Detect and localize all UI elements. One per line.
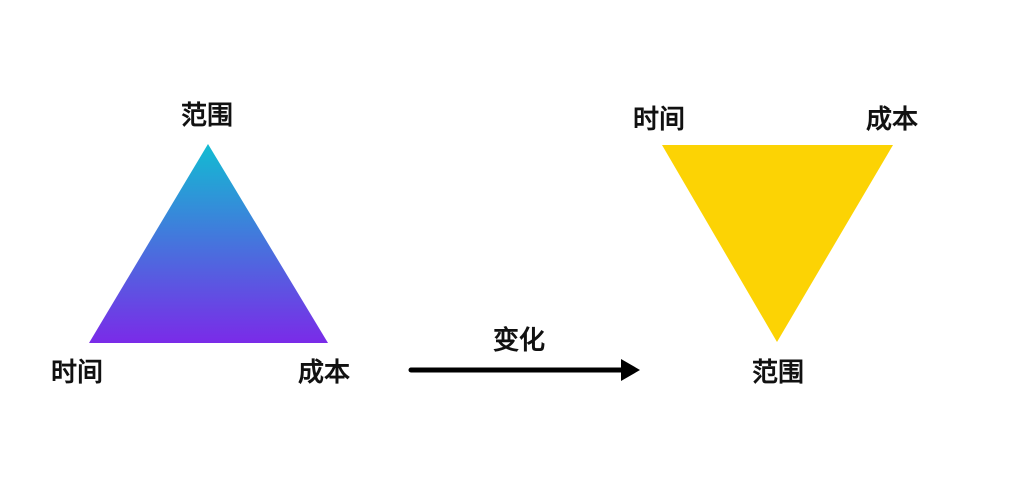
arrow-label: 变化 [492,326,546,356]
change-arrow [408,359,640,381]
right-triangle-top-right-label: 成本 [865,105,919,135]
left-triangle-bottom-right-label: 成本 [297,358,351,388]
left-triangle-bottom-left-label: 时间 [50,358,104,388]
right-triangle-bottom-label: 范围 [751,358,805,388]
scope-triangle-inverted [662,145,893,342]
scope-triangle-upright [89,144,328,343]
left-triangle-top-label: 范围 [180,101,234,131]
right-triangle-top-left-label: 时间 [632,105,686,135]
